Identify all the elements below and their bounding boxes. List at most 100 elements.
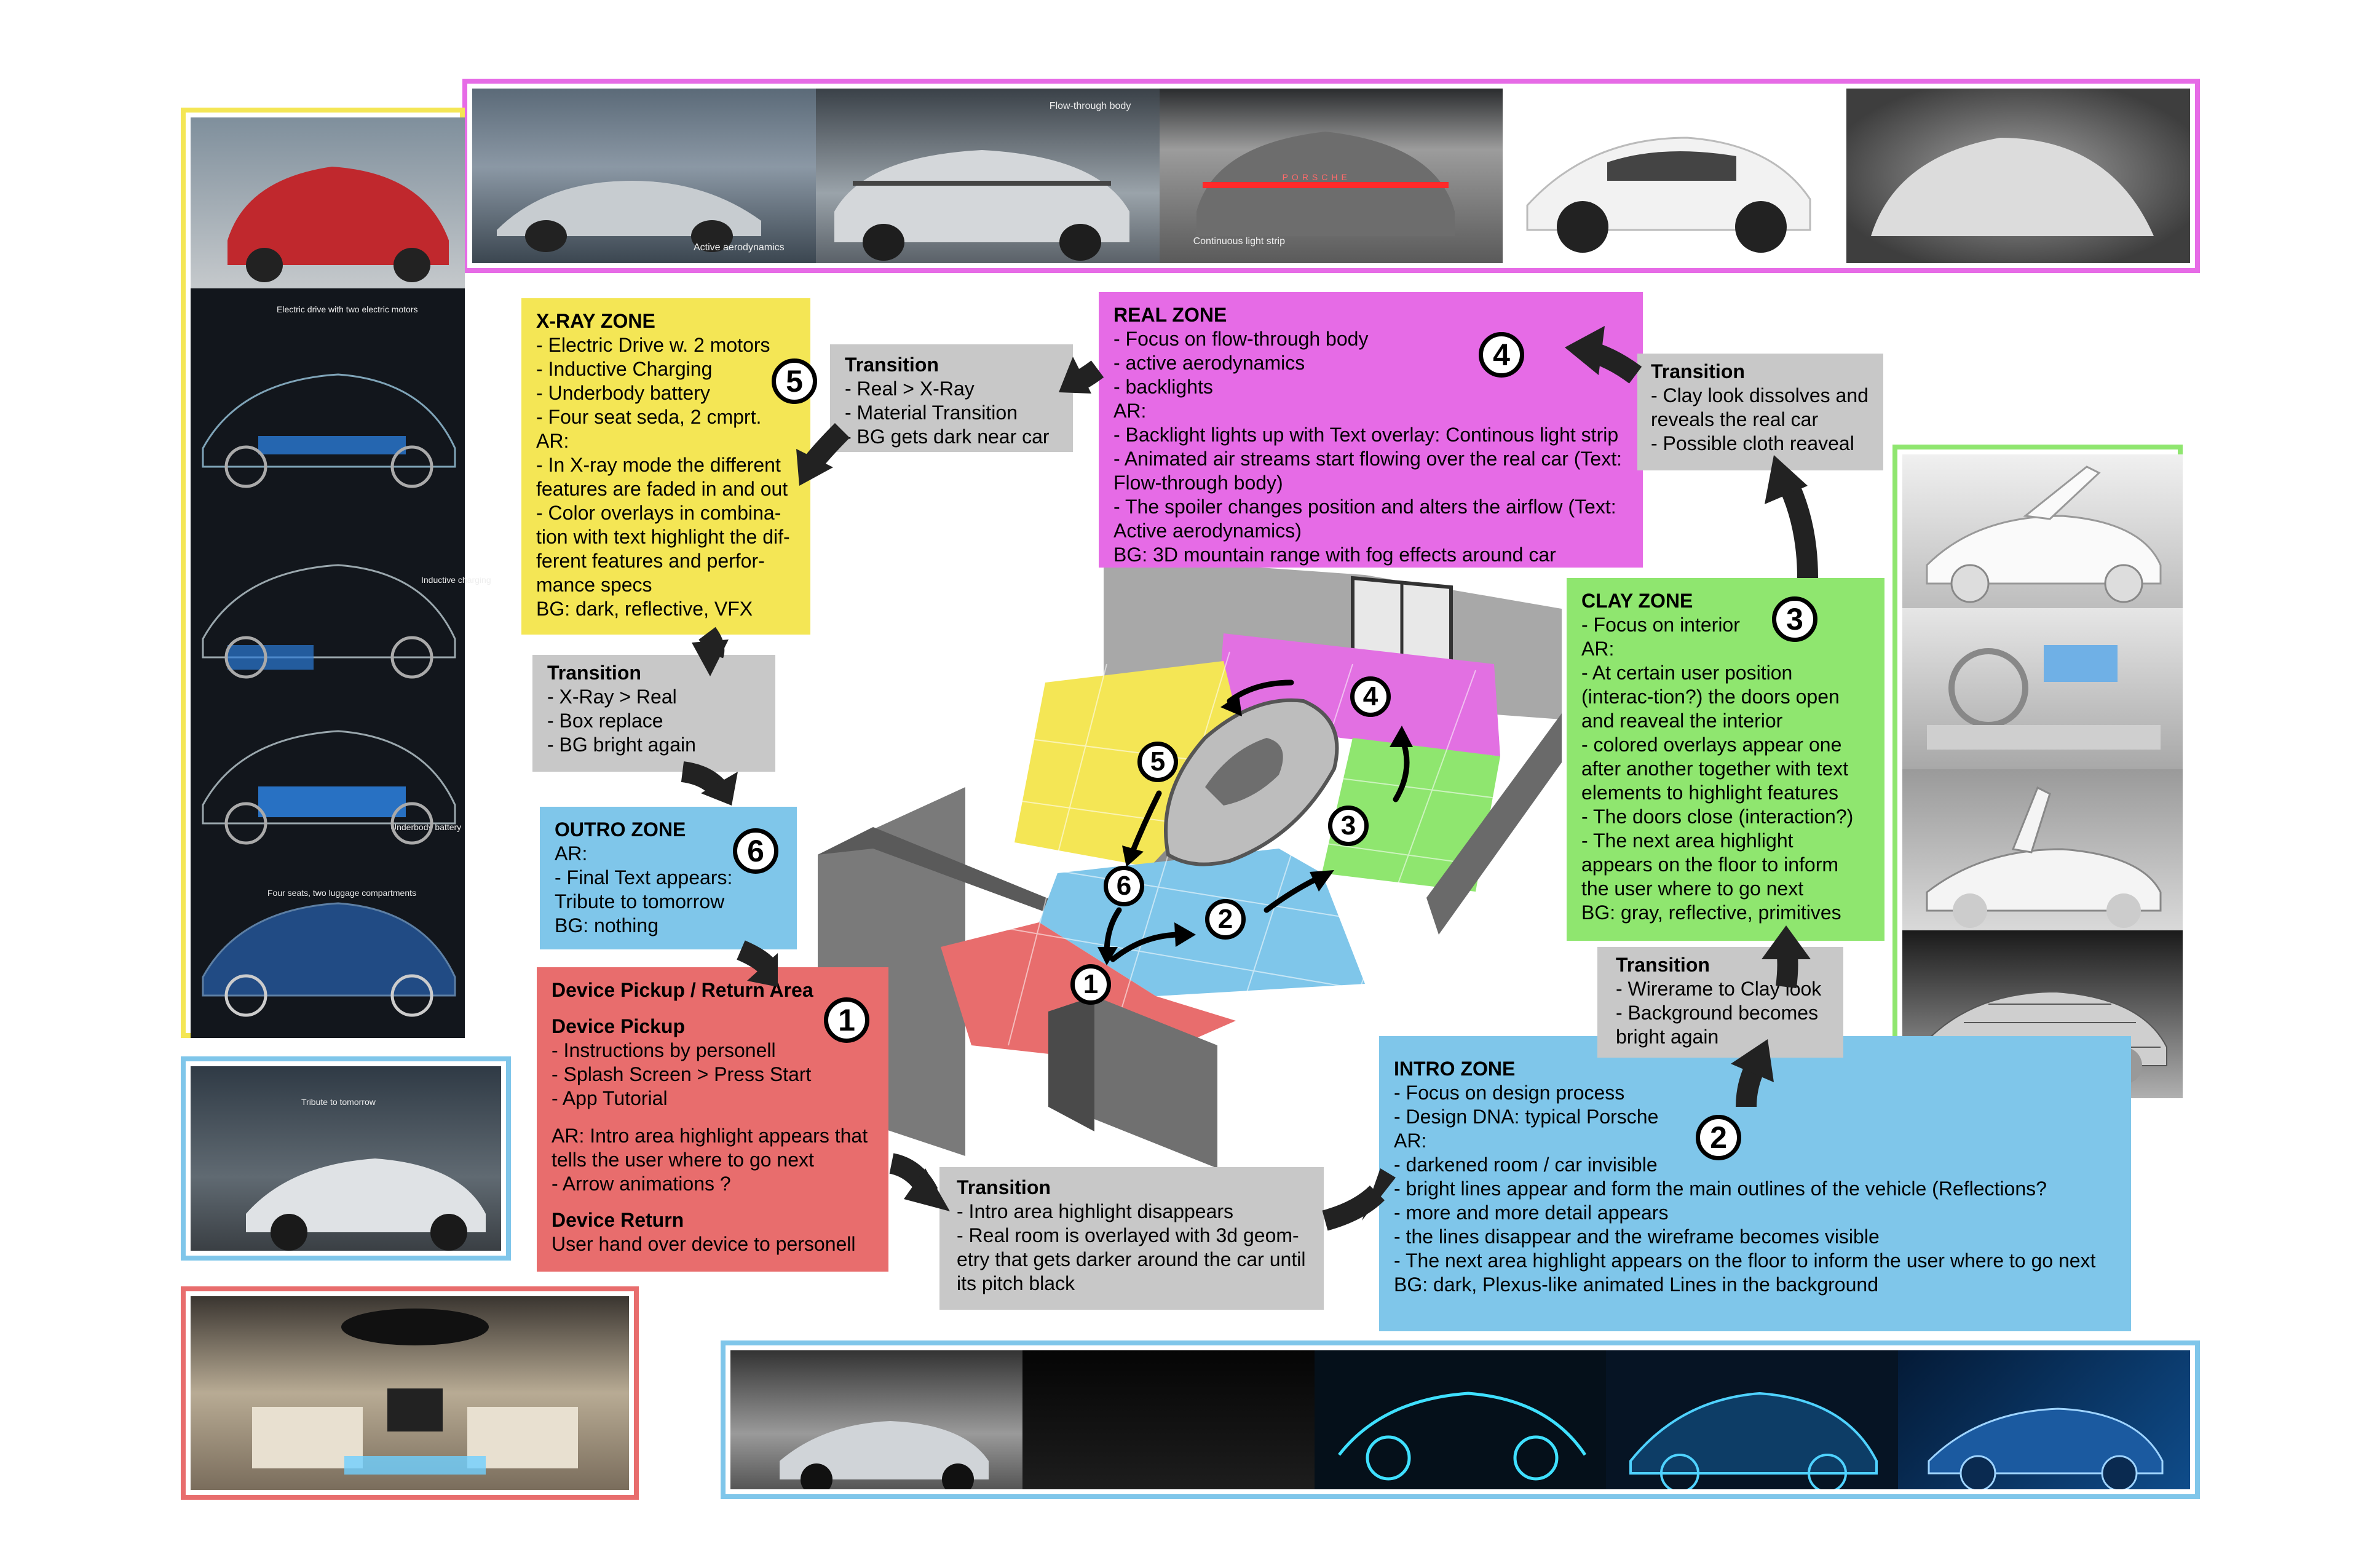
neon-outline-car-photo [1314,1350,1607,1489]
real-zone-reference-strip: Active aerodynamics Flow-through body PO… [462,79,2200,273]
car-rear-icon [834,150,1129,261]
device-ar-line: - Arrow animations ? [552,1173,731,1195]
floor-arrow-4-to-5 [1227,679,1294,704]
real-line: - backlights [1113,376,1213,398]
plexus-car-icon [1928,1408,2164,1489]
device-pickup-title: Device Pickup [552,1015,685,1037]
flow-arrow-transition-to-outro [681,761,728,798]
floor-arrow-3-to-4 [1393,735,1410,802]
device-area-box: Device Pickup / Return Area Device Picku… [537,967,888,1272]
active-aerodynamics-caption: Active aerodynamics [694,242,785,253]
transition-line: - Possible cloth reaveal [1651,432,1854,454]
device-pickup-line: - App Tutorial [552,1087,668,1109]
xray-line: - In X-ray mode the different features a… [536,454,788,500]
electric-drive-caption: Electric drive with two electric motors [277,304,418,314]
transition-line: - Wirerame to Clay look [1616,978,1822,1000]
cloth-car-icon [1871,138,2154,236]
intro-line: - Design DNA: typical Porsche [1394,1106,1659,1128]
red-suv-photo [191,117,465,288]
flow-arrow-device-to-transition [889,1153,938,1198]
plexus-wireframe-car-photo [1898,1350,2190,1489]
real-line: - The spoiler changes position and alter… [1113,496,1616,542]
xray-line: BG: dark, reflective, VFX [536,598,753,620]
dark-room-car-photo [730,1350,1022,1489]
flow-arrow-real-to-transition [1071,360,1104,392]
outro-zone-badge: 6 [733,828,778,874]
showroom-photo [191,1296,629,1490]
outro-reference-image: Tribute to tomorrow [181,1056,511,1261]
intro-zone-title: INTRO ZONE [1394,1058,1516,1080]
xray-car-2-icon [202,564,456,679]
device-pickup-line: - Instructions by personell [552,1039,776,1061]
transition-line: - Box replace [547,710,663,732]
outro-line: AR: [555,842,588,865]
real-zone-title: REAL ZONE [1113,304,1227,326]
xray-zone-title: X-RAY ZONE [536,310,655,332]
xray-line: - Underbody battery [536,382,710,404]
xray-ev-dark-panel: Electric drive with two electric motors … [191,288,491,1038]
cloth-covered-car-photo [1846,89,2190,263]
xray-line: - Four seat seda, 2 cmprt. [536,406,762,428]
clay-zone-reference-column [1892,445,2183,1098]
transition-line: - X-Ray > Real [547,686,677,708]
inductive-charging-caption: Inductive charging [421,575,491,585]
intro-line: - Focus on design process [1394,1082,1625,1104]
real-line: AR: [1113,400,1147,422]
transition-line: - Real room is overlayed with 3d geom-et… [957,1224,1306,1294]
room-back-wall-left [1104,556,1230,898]
neon-car-icon [1337,1392,1586,1481]
transition-line: - BG gets dark near car [845,426,1050,448]
floor-badge-6: 6 [1104,866,1144,906]
tribute-photo: Tribute to tomorrow [191,1066,501,1251]
transition-title: Transition [957,1176,1051,1198]
xray-line: - Color overlays in combina-tion with te… [536,502,790,596]
car-silhouette-icon [497,181,761,252]
clay-line: - The next area highlight appears on the… [1581,830,1839,900]
flow-arrow-xray-to-transition [698,627,725,659]
transition-line: - Background becomes bright again [1616,1002,1819,1048]
device-return-title: Device Return [552,1209,684,1231]
intro-zone-reference-strip [721,1340,2200,1499]
transition-line: - Intro area highlight disappears [957,1200,1234,1222]
clay-line: AR: [1581,638,1615,660]
floor-arrow-5-to-6 [1128,790,1162,858]
intro-line: - darkened room / car invisible [1394,1154,1658,1176]
four-seats-caption: Four seats, two luggage compartments [267,888,417,898]
transition-line: - Material Transition [845,402,1018,424]
neon-wireframe-icon [1629,1392,1878,1489]
transition-line: - BG bright again [547,734,696,756]
tribute-caption: Tribute to tomorrow [301,1097,376,1107]
white-car-icon [1526,137,1811,253]
intro-line: AR: [1394,1130,1427,1152]
room-window [1351,576,1453,688]
transition-title: Transition [1651,360,1745,382]
real-line: - active aerodynamics [1113,352,1305,374]
real-zone-box: REAL ZONE - Focus on flow-through body -… [1099,292,1643,568]
xray-zone-box: X-RAY ZONE - Electric Drive w. 2 motors … [521,298,810,635]
flow-arrow-outro-to-device [737,940,778,975]
center-car-icon [1164,698,1339,866]
device-area-badge: 1 [824,997,869,1043]
real-zone-badge: 4 [1479,332,1524,378]
intro-line: BG: dark, Plexus-like animated Lines in … [1394,1273,1878,1296]
silver-car-icon [246,1158,486,1251]
flow-arrow-clay-to-transition [1776,475,1818,579]
room-right-front-wall [1426,713,1562,935]
porsche-logo-text: PORSCHE [1282,172,1351,182]
xray-zone-badge: 5 [772,358,817,404]
clay-line: - Focus on interior [1581,614,1740,636]
clay-line: - colored overlays appear one after anot… [1581,734,1849,804]
transition-clay-to-real-box: Transition - Clay look dissolves and rev… [1637,354,1883,470]
intro-zone-box: INTRO ZONE - Focus on design process - D… [1379,1036,2131,1331]
red-suv-icon [227,167,449,282]
light-strip-icon [1196,132,1455,236]
room-front-partition-top [1048,996,1094,1131]
intro-line: - bright lines appear and form the main … [1394,1178,2047,1200]
clay-line: BG: gray, reflective, primitives [1581,901,1841,924]
room-back-wall [1104,556,1562,719]
clay-zone-title: CLAY ZONE [1581,590,1693,612]
real-line: - Backlight lights up with Text overlay:… [1113,424,1619,446]
continuous-light-strip-caption: Continuous light strip [1193,236,1286,247]
xray-car-3-icon [202,730,456,845]
transition-line: - Real > X-Ray [845,378,975,400]
